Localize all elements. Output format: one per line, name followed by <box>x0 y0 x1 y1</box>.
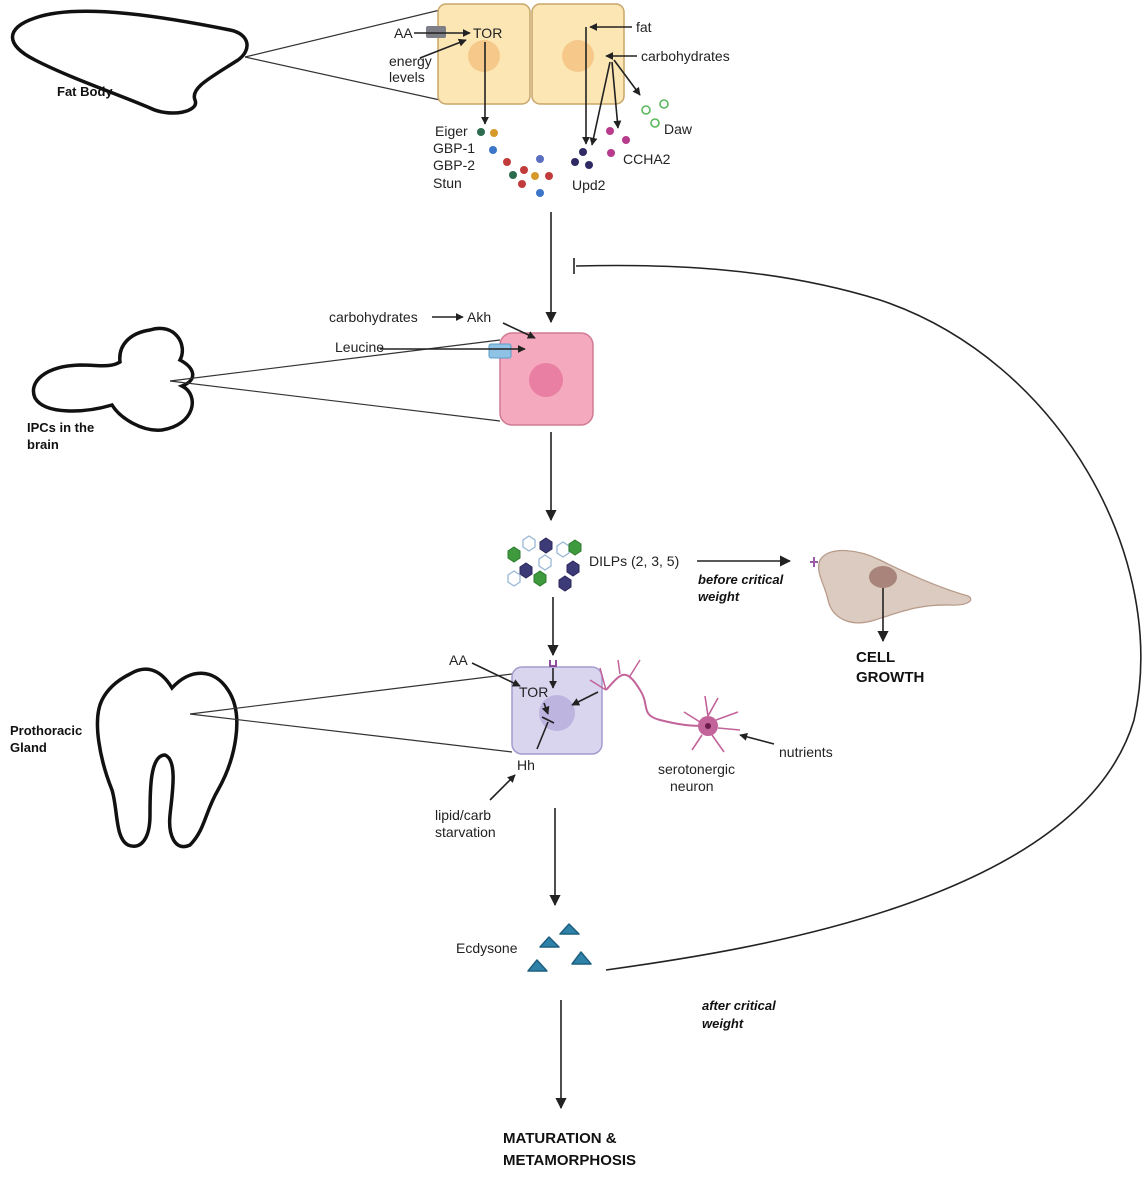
fat-body-cells <box>426 4 624 104</box>
pg-receptor-icon <box>550 660 556 666</box>
neuron-label-2: neuron <box>670 778 714 794</box>
cytokine-molecules <box>477 128 553 197</box>
pg-aa-label: AA <box>449 652 468 668</box>
pg-zoom-line-top <box>190 674 512 714</box>
leucine-transporter-icon <box>489 344 511 358</box>
fat-fat-label: fat <box>636 19 652 35</box>
before-critical-label-1: before critical <box>698 572 784 587</box>
ecdysone-molecules <box>528 924 591 971</box>
starvation-label-2: starvation <box>435 824 496 840</box>
gbp1-label: GBP-1 <box>433 140 475 156</box>
ipc-zoom-line-bottom <box>170 381 500 421</box>
ipc-carbohydrates-label: carbohydrates <box>329 309 418 325</box>
hh-label: Hh <box>517 757 535 773</box>
ipc-cell <box>489 333 593 425</box>
ipc-label-1: IPCs in the <box>27 420 94 435</box>
before-critical-label-2: weight <box>698 589 740 604</box>
cell-growth-label-1: CELL <box>856 649 895 666</box>
after-critical-label-2: weight <box>702 1016 744 1031</box>
fat-energy-label-2: levels <box>389 69 425 85</box>
gbp2-label: GBP-2 <box>433 157 475 173</box>
maturation-label-2: METAMORPHOSIS <box>503 1152 636 1169</box>
fat-carbohydrates-label: carbohydrates <box>641 48 730 64</box>
pg-zoom-line-bottom <box>190 714 512 752</box>
daw-label: Daw <box>664 121 693 137</box>
brain-organ <box>33 328 192 430</box>
pg-tor-label: TOR <box>519 684 548 700</box>
nutrients-to-neuron-arrow <box>740 735 774 744</box>
neuron-label-1: serotonergic <box>658 761 735 777</box>
fat-cell-left-nucleus <box>468 40 500 72</box>
pg-label-2: Gland <box>10 740 47 755</box>
ccha2-label: CCHA2 <box>623 151 671 167</box>
upd2-label: Upd2 <box>572 177 606 193</box>
prothoracic-gland-organ <box>97 669 236 846</box>
fat-body-organ <box>13 11 248 113</box>
after-critical-label-1: after critical <box>702 998 776 1013</box>
serotonergic-neuron-icon <box>590 660 740 752</box>
growth-cell <box>810 551 971 623</box>
starvation-to-hh-arrow <box>490 775 515 800</box>
cell-growth-label-2: GROWTH <box>856 669 924 686</box>
fat-body-label: Fat Body <box>57 84 113 99</box>
stun-label: Stun <box>433 175 462 191</box>
dilps-label: DILPs (2, 3, 5) <box>589 553 679 569</box>
insulin-receptor-icon <box>810 557 818 567</box>
ipc-label-2: brain <box>27 437 59 452</box>
dilp-hexagons <box>508 536 581 591</box>
maturation-label-1: MATURATION & <box>503 1130 617 1147</box>
ecdysone-label: Ecdysone <box>456 940 518 956</box>
akh-label: Akh <box>467 309 491 325</box>
eiger-label: Eiger <box>435 123 468 139</box>
pg-cell <box>512 660 602 754</box>
starvation-label-1: lipid/carb <box>435 807 491 823</box>
aa-transporter-icon <box>426 26 446 38</box>
nutrients-label: nutrients <box>779 744 833 760</box>
leucine-label: Leucine <box>335 339 384 355</box>
pg-label-1: Prothoracic <box>10 723 82 738</box>
fat-cell-right-nucleus <box>562 40 594 72</box>
fat-tor-label: TOR <box>473 25 502 41</box>
fat-aa-label: AA <box>394 25 413 41</box>
upd2-molecules <box>571 148 593 169</box>
